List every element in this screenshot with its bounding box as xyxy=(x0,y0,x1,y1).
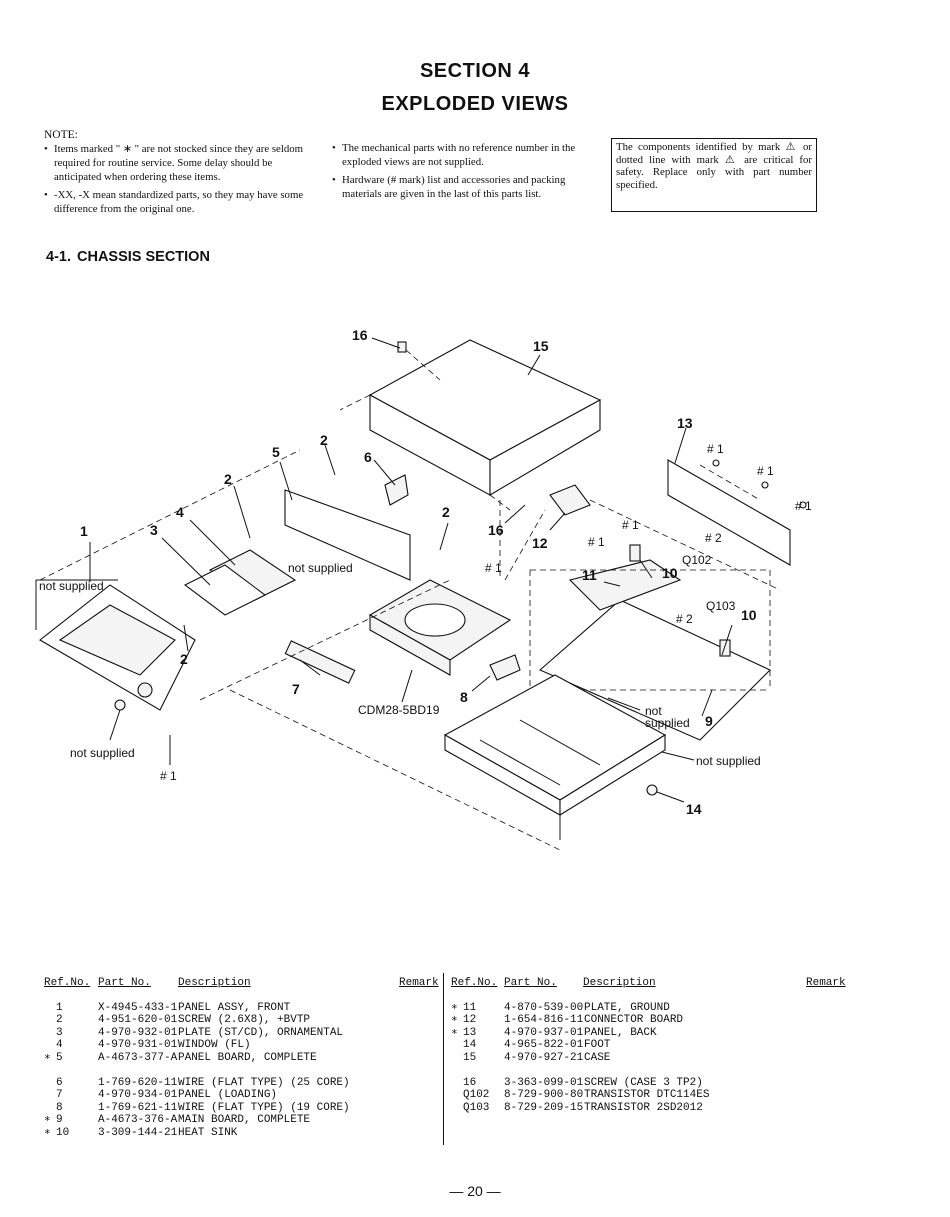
loading-panel xyxy=(284,640,356,684)
safety-note-box: The components identified by mark ⚠ or d… xyxy=(611,138,817,212)
back-panel xyxy=(667,459,807,566)
callout-3: 3 xyxy=(150,522,158,538)
label-q102: Q102 xyxy=(682,553,712,567)
header-remark: Remark xyxy=(806,977,846,989)
note-middle: The mechanical parts with no reference n… xyxy=(332,141,590,205)
flat-wire-25 xyxy=(384,474,409,506)
note-label: NOTE: xyxy=(44,129,78,141)
ornamental-plate xyxy=(183,564,267,616)
note-middle-item: Hardware (# mark) list and accessories a… xyxy=(332,173,590,201)
callout-2: 2 xyxy=(180,651,188,667)
assembly-line xyxy=(199,579,451,701)
callout-5: 5 xyxy=(272,444,280,460)
callout-1: 1 xyxy=(80,523,88,539)
callout-9: 9 xyxy=(705,713,713,729)
hardware-mark-1: # 1 xyxy=(588,535,605,549)
label-not-supplied: not supplied xyxy=(70,746,135,760)
note-left: NOTE: Items marked " ∗ " are not stocked… xyxy=(44,128,306,220)
header-part: Part No. xyxy=(98,977,151,989)
hardware-mark-1: # 1 xyxy=(795,499,812,513)
connector-board xyxy=(549,484,591,516)
hardware-mark-1: # 1 xyxy=(485,561,502,575)
hardware-mark-1: # 1 xyxy=(160,769,177,783)
callout-2: 2 xyxy=(442,504,450,520)
cd-mechanism xyxy=(368,579,512,676)
callout-13: 13 xyxy=(677,415,693,431)
callout-8: 8 xyxy=(460,689,468,705)
exploded-view-diagram: 16 15 13 2 5 6 2 4 2 3 1 16 12 11 10 10 … xyxy=(35,327,812,851)
chassis-bottom xyxy=(443,674,667,816)
callout-2: 2 xyxy=(224,471,232,487)
callout-7: 7 xyxy=(292,681,300,697)
page-number: — 20 — xyxy=(449,1183,501,1199)
label-not-supplied: not supplied xyxy=(288,561,353,575)
panel-board xyxy=(284,489,411,581)
page-title: EXPLODED VIEWS xyxy=(381,93,569,115)
front-panel-assy xyxy=(39,584,196,711)
header-ref: Ref.No. xyxy=(44,977,91,989)
flat-wire-19 xyxy=(489,654,521,681)
label-q103: Q103 xyxy=(706,599,736,613)
header-desc: Description xyxy=(583,977,656,989)
callout-14: 14 xyxy=(686,801,702,817)
header-desc: Description xyxy=(178,977,251,989)
hardware-mark-2: # 2 xyxy=(676,612,693,626)
callout-16: 16 xyxy=(352,327,368,343)
callout-15: 15 xyxy=(533,338,549,354)
callout-2: 2 xyxy=(320,432,328,448)
table-header: Ref.No. Part No. Description Remark Ref.… xyxy=(0,977,950,991)
assembly-line xyxy=(504,509,546,581)
table-divider xyxy=(443,973,444,1145)
assembly-line xyxy=(589,499,781,591)
label-not: not xyxy=(645,704,662,718)
header-remark: Remark xyxy=(399,977,439,989)
callout-10: 10 xyxy=(662,565,678,581)
section-number: SECTION 4 xyxy=(419,60,531,82)
hardware-mark-1: # 1 xyxy=(757,464,774,478)
note-left-item: Items marked " ∗ " are not stocked since… xyxy=(44,142,306,184)
subsection-title: 4-1. CHASSIS SECTION xyxy=(46,249,216,265)
callout-6: 6 xyxy=(364,449,372,465)
hardware-mark-2: # 2 xyxy=(705,531,722,545)
callout-4: 4 xyxy=(176,504,184,520)
note-left-item: -XX, -X mean standardized parts, so they… xyxy=(44,188,306,216)
hardware-mark-1: # 1 xyxy=(622,518,639,532)
callout-11: 11 xyxy=(582,567,597,583)
assembly-line xyxy=(39,449,301,581)
header-part: Part No. xyxy=(504,977,557,989)
note-middle-item: The mechanical parts with no reference n… xyxy=(332,141,590,169)
label-supplied: supplied xyxy=(645,716,690,730)
header-ref: Ref.No. xyxy=(451,977,498,989)
label-not-supplied: not supplied xyxy=(39,579,104,593)
subsection-number: 4-1. xyxy=(46,249,71,265)
case-part xyxy=(339,339,602,511)
subsection-name: CHASSIS SECTION xyxy=(77,249,210,265)
assembly-line xyxy=(229,689,561,851)
callout-10: 10 xyxy=(741,607,757,623)
hardware-mark-1: # 1 xyxy=(707,442,724,456)
callout-12: 12 xyxy=(532,535,548,551)
main-board xyxy=(529,544,771,741)
label-cdm-mechanism: CDM28-5BD19 xyxy=(358,703,440,717)
label-not-supplied: not supplied xyxy=(696,754,761,768)
callout-16: 16 xyxy=(488,522,504,538)
